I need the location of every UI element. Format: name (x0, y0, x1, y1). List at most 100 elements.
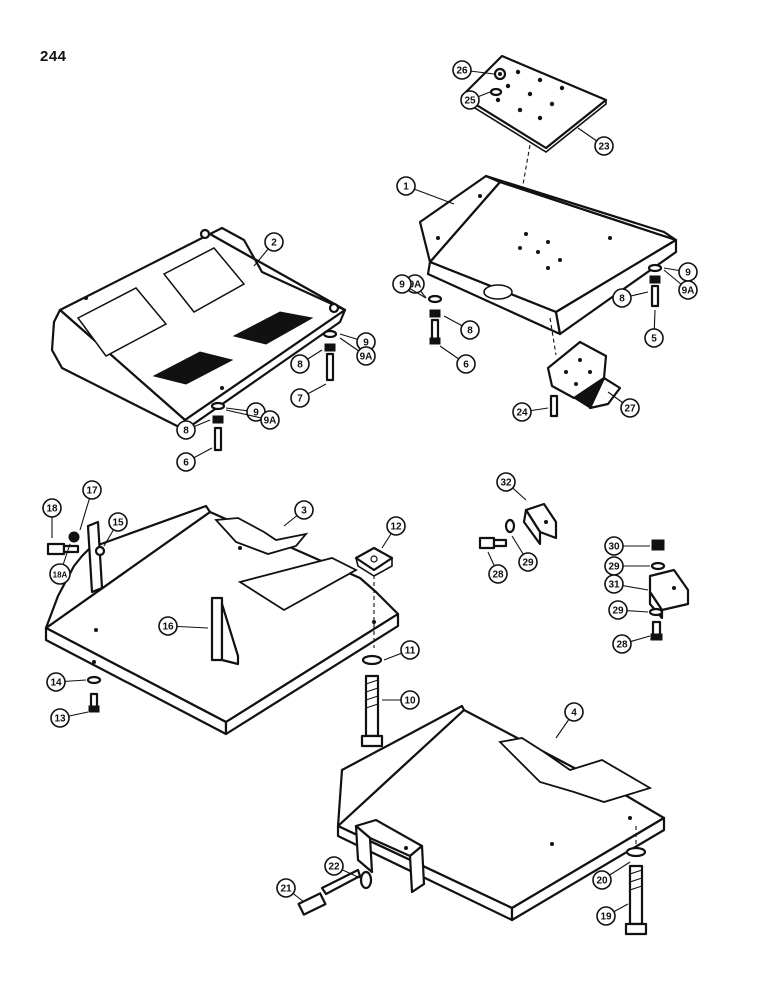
part-28-bolt-a (478, 518, 516, 550)
callout-label: 6 (183, 458, 189, 469)
callout-circle (46, 672, 66, 692)
callout-c25: 25 (460, 90, 491, 110)
page-number: 244 (40, 48, 67, 65)
callout-c29_b: 29 (604, 556, 650, 576)
part-32-bracket (522, 502, 558, 546)
callout-circle (400, 690, 420, 710)
callout-c7: 7 (290, 383, 327, 408)
callout-label: 20 (596, 876, 608, 887)
callout-c6_m: 6 (439, 345, 476, 374)
callout-label: 23 (598, 142, 610, 153)
callout-c29_a: 29 (511, 535, 538, 572)
callout-circle (644, 328, 664, 348)
callout-circle (50, 708, 70, 728)
callout-label: 31 (608, 580, 620, 591)
callout-c11: 11 (383, 640, 420, 661)
callout-c9_r: 9 (663, 262, 698, 282)
callout-label: 30 (608, 542, 620, 553)
callout-label: 29 (612, 606, 624, 617)
callout-label: 13 (54, 714, 66, 725)
callout-c3: 3 (283, 500, 314, 527)
callout-label: 16 (162, 622, 174, 633)
callout-circle (620, 398, 640, 418)
callout-circle (608, 600, 628, 620)
callout-c28_a: 28 (487, 551, 508, 584)
callout-label: 5 (651, 334, 657, 345)
callout-label: 18A (53, 571, 68, 580)
callout-c31: 31 (604, 574, 649, 594)
fastener-stack-mid (427, 294, 443, 345)
callout-circle (108, 512, 128, 532)
callout-circle (456, 354, 476, 374)
callout-label: 9A (409, 280, 422, 291)
callout-label: 9 (399, 280, 405, 291)
callout-label: 1 (403, 182, 409, 193)
callout-label: 10 (404, 696, 416, 707)
callout-label: 28 (616, 640, 628, 651)
callout-c5: 5 (644, 309, 664, 348)
callout-c9_2b: 9 (225, 402, 266, 422)
callout-circle (604, 574, 624, 594)
callout-label: 18 (46, 504, 58, 515)
callout-label: 32 (500, 478, 512, 489)
callout-c26: 26 (452, 60, 495, 80)
callout-label: 9A (682, 286, 695, 297)
callout-label: 8 (619, 294, 625, 305)
callout-label: 9 (685, 268, 691, 279)
part-10-bolt (360, 654, 384, 748)
part-2-platform (50, 226, 347, 432)
callout-c15: 15 (103, 512, 128, 547)
fastener-stack-part2 (210, 329, 338, 452)
callout-circle (290, 354, 310, 374)
callout-c8_2b: 8 (176, 419, 211, 440)
callout-label: 2 (271, 238, 277, 249)
fastener-stack-right (647, 263, 663, 308)
part-3-platform (44, 504, 400, 736)
part-4-floor-plate (336, 704, 666, 922)
callout-circle (42, 498, 62, 518)
callout-c4: 4 (555, 702, 584, 739)
callout-c22: 22 (324, 856, 361, 879)
callout-c24: 24 (512, 402, 549, 422)
callout-label: 21 (280, 884, 292, 895)
callout-c6_2b: 6 (176, 447, 213, 472)
callout-c16: 16 (158, 616, 209, 636)
callout-label: 9 (363, 338, 369, 349)
callout-circle (518, 552, 538, 572)
callout-circle (564, 702, 584, 722)
callout-c28_b: 28 (612, 634, 651, 654)
callout-circle (294, 500, 314, 520)
callout-label: 27 (624, 404, 636, 415)
callout-circle (452, 60, 472, 80)
callout-circle (460, 320, 480, 340)
callout-circle (276, 878, 296, 898)
callout-circle (594, 136, 614, 156)
callout-label: 3 (301, 506, 307, 517)
callout-label: 28 (492, 570, 504, 581)
part-27-bracket (546, 340, 622, 418)
callout-circle (386, 516, 406, 536)
callout-circle (612, 288, 632, 308)
callout-c20: 20 (592, 861, 631, 890)
callout-c8_r: 8 (612, 288, 649, 308)
callout-circle (400, 640, 420, 660)
callout-c9a_2a: 9A (339, 337, 376, 366)
callout-circle (324, 856, 344, 876)
callout-circle (176, 452, 196, 472)
part-23-plate (460, 54, 608, 153)
callout-c9_l: 9 (392, 274, 427, 299)
callout-c23: 23 (577, 127, 614, 156)
callout-circle (82, 480, 102, 500)
callout-label: 9A (264, 416, 277, 427)
callout-label: 15 (112, 518, 124, 529)
callout-label: 14 (50, 678, 62, 689)
part-13-bolt (86, 675, 102, 713)
callout-c21: 21 (276, 878, 305, 903)
callout-circle (176, 420, 196, 440)
callout-label: 22 (328, 862, 340, 873)
callout-c30: 30 (604, 536, 650, 556)
callout-circle (49, 563, 71, 585)
callout-circle (260, 410, 280, 430)
callout-circle (396, 176, 416, 196)
